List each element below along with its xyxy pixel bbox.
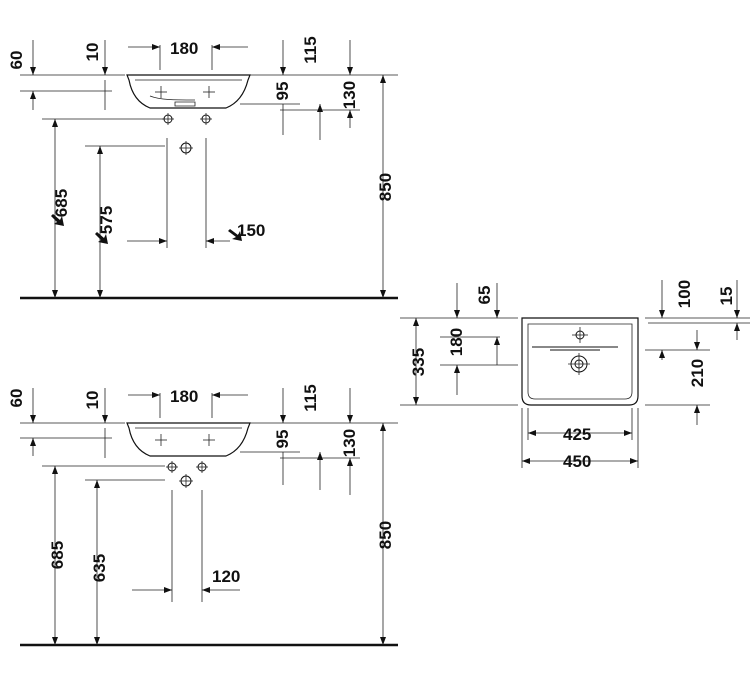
- elevation-view-1: 180 60 10 115 95 130 850 685 575 150: [7, 36, 398, 300]
- dim-60: 60: [7, 51, 26, 70]
- dim-115: 115: [301, 36, 320, 63]
- plan-view: 335 65 180 100 15 210 425 450: [400, 280, 750, 471]
- tap-hole-marks: [155, 434, 215, 446]
- dim-335: 335: [409, 348, 428, 376]
- elevation-view-2: 180 60 10 115 95 130 850 685 635 120: [7, 384, 398, 647]
- dim-450: 450: [563, 452, 591, 471]
- dim-60: 60: [7, 389, 26, 408]
- dim-635: 635: [90, 554, 109, 582]
- dim-575: 575: [97, 206, 116, 234]
- dim-180: 180: [170, 387, 198, 406]
- dim-115: 115: [301, 384, 320, 411]
- dim-130: 130: [340, 429, 359, 457]
- dim-850: 850: [376, 173, 395, 201]
- washbasin-top: [521, 317, 639, 406]
- dim-100: 100: [675, 280, 694, 308]
- dim-425: 425: [563, 425, 591, 444]
- fixing-points: [162, 113, 212, 155]
- dim-180: 180: [447, 328, 466, 356]
- dim-95: 95: [273, 82, 292, 101]
- dim-210: 210: [688, 359, 707, 387]
- washbasin-side: [126, 422, 251, 457]
- fixing-points: [166, 461, 208, 488]
- dim-15: 15: [717, 287, 736, 306]
- dim-65: 65: [475, 286, 494, 305]
- dim-685: 685: [52, 189, 71, 217]
- washbasin-side: [126, 74, 251, 109]
- dim-10: 10: [83, 43, 102, 62]
- dim-180: 180: [170, 39, 198, 58]
- dim-685: 685: [48, 541, 67, 569]
- dim-850: 850: [376, 521, 395, 549]
- tap-hole-marks: [155, 86, 215, 107]
- dim-130: 130: [340, 81, 359, 109]
- dim-10: 10: [83, 391, 102, 410]
- dim-95: 95: [273, 430, 292, 449]
- dim-150: 150: [237, 221, 265, 240]
- dim-120: 120: [212, 567, 240, 586]
